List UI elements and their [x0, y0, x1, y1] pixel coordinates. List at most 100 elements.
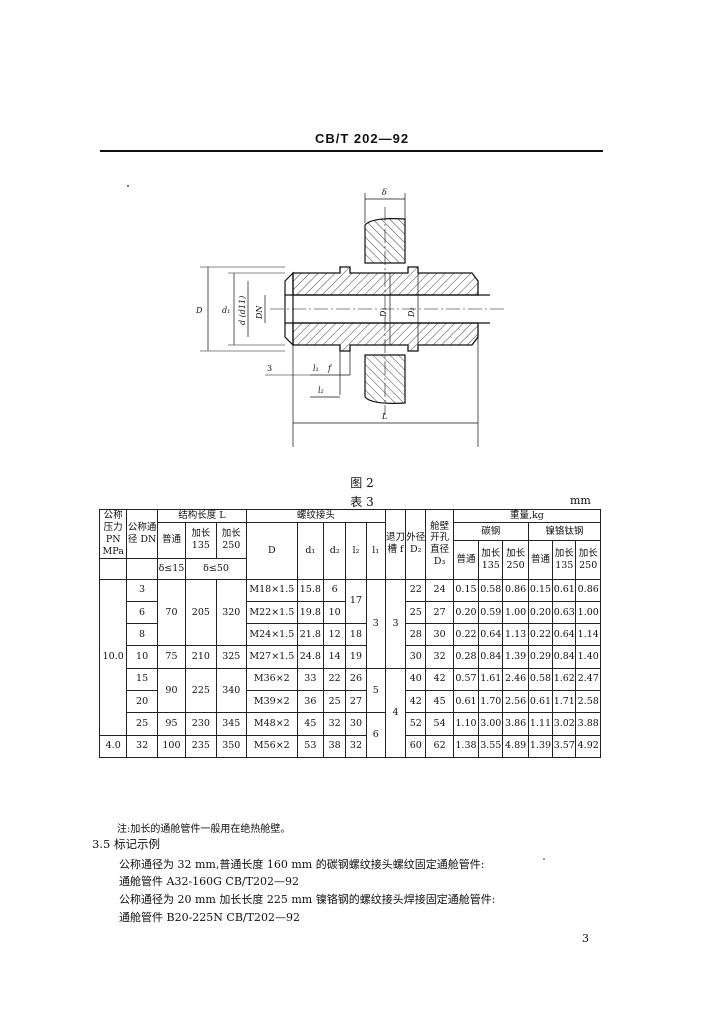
cell-D2: 30 — [405, 645, 427, 669]
cell-D: M48×2 — [245, 712, 298, 736]
cell-ext135: 210 — [185, 645, 217, 669]
cell-normal: 100 — [156, 734, 187, 758]
cell-ext135: 235 — [185, 734, 217, 758]
cell-cs-n: 0.20 — [452, 600, 480, 625]
cell-cs-n: 0.61 — [452, 689, 480, 714]
cell-cs-250: 2.46 — [502, 667, 529, 691]
label-D1: D₁ — [379, 307, 388, 318]
th-bulkhead-hole: 舱壁开孔直径 D₃ — [425, 509, 454, 580]
cell-D2: 60 — [405, 734, 427, 758]
th-col-l2: l₂ — [345, 521, 367, 580]
cell-cs-250: 2.56 — [502, 689, 529, 714]
section-title: 3.5 标记示例 — [92, 837, 160, 851]
cell-D3: 32 — [425, 645, 454, 669]
cell-dn: 6 — [126, 600, 158, 625]
cell-ns-135: 0.64 — [552, 623, 577, 647]
cell-d2: 22 — [323, 667, 347, 691]
cell-cs-250: 3.86 — [502, 712, 529, 736]
th-col-d1: d₁ — [296, 521, 325, 580]
cell-cs-n: 0.57 — [452, 667, 480, 691]
cell-d1: 45 — [296, 712, 325, 736]
cell-l2: 18 — [345, 623, 367, 647]
label-d-d11: d (d11) — [238, 296, 247, 325]
cell-ns-250: 1.40 — [575, 645, 601, 669]
cell-D: M27×1.5 — [245, 645, 298, 669]
cell-ns-250: 4.92 — [575, 734, 601, 758]
cell-ns-n: 0.61 — [527, 689, 554, 714]
cell-ext250: 345 — [215, 712, 247, 736]
th-col-D: D — [245, 521, 298, 580]
cell-ext250: 340 — [215, 667, 247, 714]
cell-d1: 24.8 — [296, 645, 325, 669]
cell-l2: 27 — [345, 689, 367, 714]
cell-d2: 10 — [323, 600, 347, 625]
standard-code-header: CB/T 202—92 — [314, 131, 410, 146]
pipe-fitting-drawing: δ D d₁ d (d11) DN D₁ D₂ l₁ f 3 l₂ L — [195, 188, 505, 447]
cell-l2: 32 — [345, 734, 367, 758]
cell-cs-250: 1.13 — [502, 623, 529, 647]
spec-table: 公称压力 PN MPa 公称通径 DN 结构长度 L 螺纹接头 退刀槽 f 外径… — [98, 509, 602, 758]
cell-f: 4 — [384, 667, 407, 758]
cell-dn: 25 — [126, 712, 158, 736]
table-row: 10.0 3 70 205 320 M18×1.5 15.8 6 17 3 3 … — [98, 578, 601, 736]
cell-l2: 30 — [345, 712, 367, 736]
cell-D: M22×1.5 — [245, 600, 298, 625]
cell-ext135: 205 — [185, 578, 217, 647]
cell-d1: 21.8 — [296, 623, 325, 647]
cell-cs-135: 0.84 — [478, 645, 504, 669]
cell-dn: 8 — [126, 623, 158, 647]
th-tol-normal: δ≤15 — [156, 557, 187, 580]
cell-cs-250: 4.89 — [502, 734, 529, 758]
cell-d2: 6 — [323, 578, 347, 602]
section-line-4: 通舱管件 B20-225N CB/T202—92 — [119, 911, 300, 924]
cell-D: M39×2 — [245, 689, 298, 714]
cell-d2: 12 — [323, 623, 347, 647]
cell-l2: 19 — [345, 645, 367, 669]
cell-cs-135: 1.70 — [478, 689, 504, 714]
cell-cs-250: 0.86 — [502, 578, 529, 602]
th-w-normal-cs: 普通 — [452, 540, 480, 580]
th-normal: 普通 — [156, 521, 187, 559]
cell-D2: 40 — [405, 667, 427, 691]
cell-D3: 62 — [425, 734, 454, 758]
cell-ns-n: 0.58 — [527, 667, 554, 691]
th-col-l1: l₁ — [365, 521, 386, 580]
cell-cs-135: 1.61 — [478, 667, 504, 691]
cell-normal: 95 — [156, 712, 187, 736]
cell-cs-135: 0.59 — [478, 600, 504, 625]
cell-ns-250: 3.88 — [575, 712, 601, 736]
cell-ns-250: 1.00 — [575, 600, 601, 625]
cell-normal: 90 — [156, 667, 187, 714]
pipe-body-upper — [292, 266, 479, 296]
table-row: 6 M22×1.5 19.8 10 25 27 0.20 0.59 1.00 0… — [100, 600, 601, 625]
cell-l2: 26 — [345, 667, 367, 691]
cell-l1: 3 — [365, 578, 386, 669]
th-outer-dia: 外径 D₂ — [405, 509, 427, 580]
cell-ns-n: 0.29 — [527, 645, 554, 669]
cell-ext135: 230 — [185, 712, 217, 736]
cell-D: M36×2 — [245, 667, 298, 691]
cell-pn: 4.0 — [98, 734, 128, 758]
cell-cs-n: 0.15 — [452, 578, 480, 602]
cell-cs-135: 3.00 — [478, 712, 504, 736]
cell-ns-135: 1.62 — [552, 667, 577, 691]
table-note: 注:加长的通舱管件一般用在绝热舱壁。 — [117, 824, 291, 835]
cell-l1: 5 — [365, 667, 386, 714]
label-D: D — [195, 306, 203, 315]
cell-D2: 28 — [405, 623, 427, 647]
scan-speck — [543, 858, 545, 860]
cell-ns-135: 1.71 — [552, 689, 577, 714]
section-line-1: 公称通径为 32 mm,普通长度 160 mm 的碳钢螺纹接头螺纹固定通舱管件: — [119, 858, 485, 871]
cell-ns-n: 0.22 — [527, 623, 554, 647]
cell-D3: 24 — [425, 578, 454, 602]
cell-ext135: 225 — [185, 667, 217, 714]
label-DN: DN — [255, 305, 264, 320]
scan-speck — [127, 185, 129, 187]
th-ext135: 加长 135 — [185, 521, 217, 559]
cell-D3: 30 — [425, 623, 454, 647]
th-weight: 重量,kg — [452, 509, 602, 523]
cell-d2: 25 — [323, 689, 347, 714]
th-w-normal-ns: 普通 — [527, 540, 554, 580]
th-nicr-ti-steel: 镍铬钛钢 — [527, 521, 602, 542]
cell-D: M24×1.5 — [245, 623, 298, 647]
